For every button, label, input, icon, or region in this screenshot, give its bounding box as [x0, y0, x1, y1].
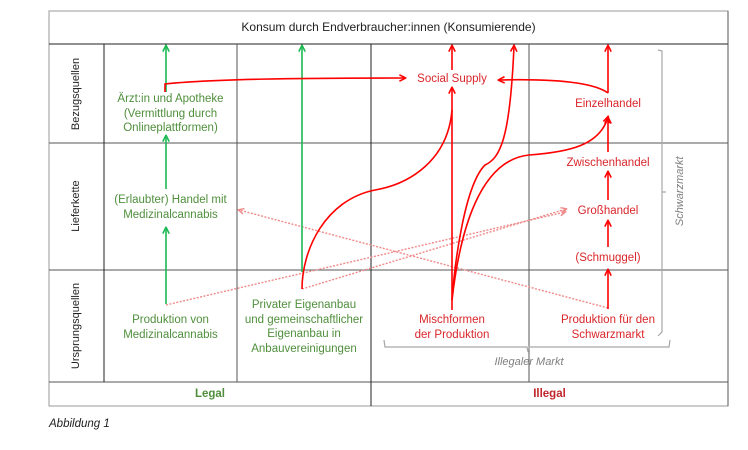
node-eigenanbau-line-2: und gemeinschaftlicher — [244, 313, 364, 326]
node-mischformen-line-1: Mischformen — [419, 314, 485, 326]
row-label-bezugsquellen: Bezugsquellen — [70, 57, 82, 131]
row-label-lieferkette: Lieferkette — [70, 180, 82, 232]
node-produktion-line-2: Medizinalcannabis — [123, 328, 218, 341]
node-produktion-medizinal: Produktion von Medizinalcannabis — [104, 313, 237, 342]
node-produktion-schwarzmarkt-line-2: Schwarzmarkt — [571, 328, 645, 341]
curve-eigenanbau-to-social-supply — [301, 109, 453, 290]
grid — [48, 10, 729, 407]
curve-mischformen-to-konsum — [451, 46, 514, 301]
row-label-ursprungsquellen: Ursprungsquellen — [70, 282, 82, 370]
node-mischformen-line-2: der Produktion — [414, 328, 490, 341]
illegaler-markt-bracket — [383, 339, 671, 353]
node-aerztin-line-2: (Vermittlung durch — [123, 107, 218, 120]
dotted-arrow-eigenanbau-to-grosshandel — [301, 209, 566, 290]
dotted-connections — [165, 209, 609, 309]
node-eigenanbau: Privater Eigenanbau und gemeinschaftlich… — [237, 298, 371, 356]
curve-mischformen-to-einzelhandel — [451, 117, 608, 301]
node-aerztin-line-1: Ärzt:in und Apotheke — [117, 93, 224, 105]
illegal-arrows — [164, 46, 609, 310]
node-produktion-line-1: Produktion von — [132, 314, 209, 326]
node-schmuggel: (Schmuggel) — [575, 252, 641, 264]
node-einzelhandel: Einzelhandel — [575, 98, 641, 110]
node-erlaubter-handel: (Erlaubter) Handel mit Medizinalcannabis — [104, 193, 237, 222]
node-handel-line-1: (Erlaubter) Handel mit — [114, 194, 227, 206]
header-title: Konsum durch Endverbraucher:innen (Konsu… — [241, 20, 536, 34]
footer-illegal: Illegal — [533, 388, 566, 400]
node-grosshandel: Großhandel — [577, 205, 639, 217]
schwarzmarkt-bracket — [657, 49, 666, 337]
node-eigenanbau-line-3: Eigenanbau in — [267, 328, 341, 340]
bracket-label-schwarzmarkt: Schwarzmarkt — [673, 156, 686, 227]
node-social-supply: Social Supply — [417, 73, 487, 85]
brackets — [383, 49, 671, 353]
dotted-arrow-produktion-schwarzmarkt-to-handel — [239, 210, 609, 309]
node-zwischenhandel: Zwischenhandel — [566, 157, 650, 169]
node-eigenanbau-line-1: Privater Eigenanbau — [251, 299, 357, 311]
node-handel-line-2: Medizinalcannabis — [123, 208, 218, 221]
legal-arrows — [166, 46, 302, 304]
node-produktion-schwarzmarkt: Produktion für den Schwarzmarkt — [548, 313, 668, 342]
arrow-aerztin-to-social-supply — [164, 78, 405, 92]
node-mischformen: Mischformen der Produktion — [392, 313, 512, 342]
node-aerztin-apotheke: Ärzt:in und Apotheke (Vermittlung durch … — [104, 92, 237, 136]
arrow-einzelhandel-to-social-supply — [499, 80, 609, 94]
node-aerztin-line-3: Onlineplattformen) — [123, 122, 218, 134]
node-produktion-schwarzmarkt-line-1: Produktion für den — [561, 314, 655, 326]
figure-caption: Abbildung 1 — [49, 418, 110, 430]
footer-legal: Legal — [194, 388, 226, 400]
node-eigenanbau-line-4: Anbauvereinigungen — [251, 342, 357, 355]
dotted-arrow-produktion-medizinal-to-grosshandel — [165, 212, 565, 306]
bracket-label-illegaler-markt: Illegaler Markt — [494, 356, 564, 368]
